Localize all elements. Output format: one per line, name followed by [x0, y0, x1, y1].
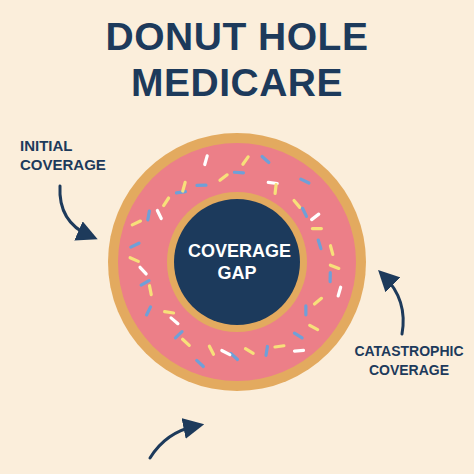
arrow-bottom	[150, 426, 196, 458]
sprinkle	[147, 307, 151, 315]
sprinkle	[243, 157, 248, 164]
arrow-initial	[60, 186, 90, 236]
sprinkle	[314, 298, 321, 304]
sprinkle	[294, 333, 302, 338]
sprinkle	[164, 198, 169, 206]
callout-label: CATASTROPHIC COVERAGE	[350, 342, 468, 380]
sprinkle	[328, 273, 331, 282]
sprinkle	[197, 184, 206, 187]
callout-label: INITIAL COVERAGE	[20, 136, 160, 174]
sprinkle	[301, 179, 309, 183]
sprinkle	[130, 258, 138, 262]
sprinkle	[275, 185, 276, 194]
sprinkle	[275, 346, 284, 347]
sprinkle	[157, 210, 161, 218]
title: DONUT HOLE MEDICARE	[87, 14, 387, 106]
sprinkle	[141, 281, 149, 285]
coverage-gap-circle: COVERAGE GAP	[174, 199, 300, 325]
circle-outline	[174, 199, 300, 325]
sprinkle	[330, 265, 338, 268]
sprinkle	[140, 267, 146, 274]
sprinkle	[266, 346, 267, 355]
sprinkle	[312, 227, 321, 230]
sprinkle	[262, 157, 269, 163]
sprinkle	[231, 353, 238, 359]
sprinkle	[171, 318, 178, 324]
sprinkle	[294, 200, 300, 207]
donut-crust	[108, 133, 366, 391]
sprinkle	[183, 339, 190, 345]
sprinkles	[130, 156, 341, 367]
sprinkle	[312, 214, 319, 220]
sprinkle	[234, 171, 243, 175]
sprinkle	[183, 182, 185, 191]
sprinkle	[149, 286, 151, 295]
donut-inner-crust	[167, 192, 307, 332]
sprinkle	[330, 246, 332, 255]
donut-icing	[118, 143, 356, 381]
sprinkle	[318, 240, 321, 249]
sprinkle	[295, 349, 304, 353]
sprinkle	[209, 346, 213, 354]
sprinkle	[148, 211, 150, 220]
sprinkle	[131, 243, 139, 247]
sprinkle	[338, 287, 340, 296]
sprinkle	[197, 360, 204, 366]
sprinkle	[165, 312, 174, 313]
node-text: COVERAGE GAP	[188, 240, 286, 284]
sprinkle	[132, 221, 140, 225]
sprinkle	[222, 350, 230, 354]
sprinkle	[220, 175, 227, 180]
sprinkle	[303, 208, 307, 216]
sprinkle	[304, 306, 307, 315]
sprinkle	[310, 325, 318, 329]
sprinkle	[245, 349, 253, 354]
arrow-catastrophic	[384, 276, 403, 334]
sprinkle	[175, 332, 182, 338]
sprinkle	[205, 156, 207, 165]
